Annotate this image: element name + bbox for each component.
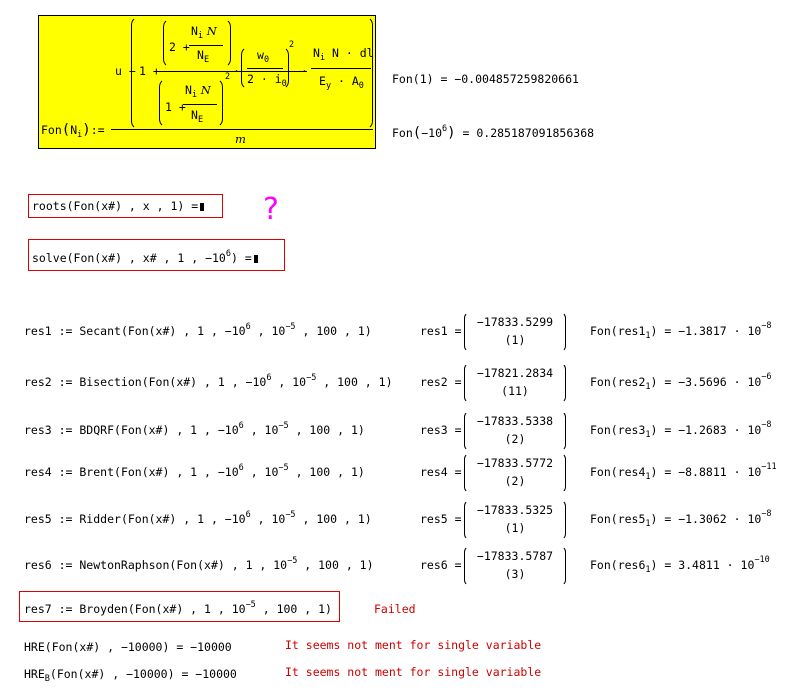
fon-check[interactable]: Fon(res31) = −1.2683 · 10−8 — [590, 420, 772, 440]
method-expression[interactable]: res3 := BDQRF(Fon(x#) , 1 , −106 , 10−5 … — [24, 421, 365, 437]
result-iterations: (3) — [504, 567, 526, 581]
result-vector[interactable]: −17833.5772 (2) — [464, 453, 566, 493]
hre-b-note: It seems not ment for single variable — [285, 665, 542, 679]
result-root: −17833.5325 — [476, 503, 554, 517]
broyden-expression: res7 := Broyden(Fon(x#) , 1 , 10−5 , 100… — [24, 600, 332, 616]
result-iterations: (2) — [504, 474, 526, 488]
definition-lhs: Fon(Ni):= — [41, 122, 105, 140]
outer-paren — [131, 16, 373, 130]
fon-check[interactable]: Fon(res61) = 3.4811 · 10−10 — [590, 555, 770, 575]
result-iterations: (2) — [504, 432, 526, 446]
ratio-paren — [241, 46, 289, 90]
inner-fraction-bar — [157, 71, 307, 72]
solve-expression-box[interactable] — [28, 239, 285, 271]
result-label: res4 = — [420, 465, 462, 479]
method-expression[interactable]: res4 := Brent(Fon(x#) , 1 , −106 , 10−5 … — [24, 463, 365, 479]
placeholder-cursor — [253, 254, 258, 263]
hre-note: It seems not ment for single variable — [285, 638, 542, 652]
num-paren — [163, 18, 231, 68]
method-expression[interactable]: res1 := Secant(Fon(x#) , 1 , −106 , 10−5… — [24, 322, 372, 338]
result-label: res3 = — [420, 423, 462, 437]
hre-expression[interactable]: HRE(Fon(x#) , −10000) = −10000 — [24, 640, 232, 654]
result-vector[interactable]: −17821.2834 (11) — [464, 363, 566, 403]
den-paren — [159, 78, 223, 128]
denominator-m: m — [235, 132, 246, 146]
broyden-status: Failed — [374, 602, 416, 616]
result-label: res1 = — [420, 324, 462, 338]
method-expression[interactable]: res5 := Ridder(Fon(x#) , 1 , −106 , 10−5… — [24, 510, 372, 526]
result-vector[interactable]: −17833.5325 (1) — [464, 500, 566, 540]
result-label: res2 = — [420, 375, 462, 389]
result-vector[interactable]: −17833.5299 (1) — [464, 312, 566, 352]
broyden-expression-box[interactable] — [19, 591, 340, 622]
fon-check[interactable]: Fon(res41) = −8.8811 · 10−11 — [590, 462, 777, 482]
result-root: −17833.5772 — [476, 456, 554, 470]
result-root: −17821.2834 — [476, 366, 554, 380]
roots-expression-box[interactable] — [28, 194, 223, 218]
result-iterations: (11) — [501, 384, 529, 398]
method-expression[interactable]: res2 := Bisection(Fon(x#) , 1 , −106 , 1… — [24, 373, 393, 389]
fon-check[interactable]: Fon(res51) = −1.3062 · 10−8 — [590, 509, 772, 529]
question-mark-icon: ? — [263, 192, 279, 227]
result-root: −17833.5299 — [476, 315, 554, 329]
result-vector[interactable]: −17833.5338 (2) — [464, 411, 566, 451]
result-label: res6 = — [420, 558, 462, 572]
function-definition-region[interactable]: Fon(Ni):= m u − 1 + 2 + Ni N NE 1 + Ni N… — [38, 15, 376, 149]
fon-value-2[interactable]: Fon(−106) = 0.285187091856368 — [392, 124, 595, 141]
main-fraction-bar — [111, 129, 373, 130]
result-vector[interactable]: −17833.5787 (3) — [464, 546, 566, 586]
fon-check[interactable]: Fon(res21) = −3.5696 · 10−6 — [590, 372, 772, 392]
placeholder-cursor — [200, 202, 205, 211]
method-expression[interactable]: res6 := NewtonRaphson(Fon(x#) , 1 , 10−5… — [24, 556, 374, 572]
roots-expression: roots(Fon(x#) , x , 1) = — [32, 199, 205, 213]
hre-b-expression[interactable]: HREB(Fon(x#) , −10000) = −10000 — [24, 667, 237, 684]
result-label: res5 = — [420, 512, 462, 526]
result-root: −17833.5338 — [476, 414, 554, 428]
result-iterations: (1) — [504, 521, 526, 535]
solve-expression: solve(Fon(x#) , x# , 1 , −106) = — [32, 250, 258, 265]
fon-value-1[interactable]: Fon(1) = −0.004857259820661 — [392, 72, 579, 86]
result-iterations: (1) — [504, 333, 526, 347]
fon-check[interactable]: Fon(res11) = −1.3817 · 10−8 — [590, 321, 772, 341]
result-root: −17833.5787 — [476, 549, 554, 563]
